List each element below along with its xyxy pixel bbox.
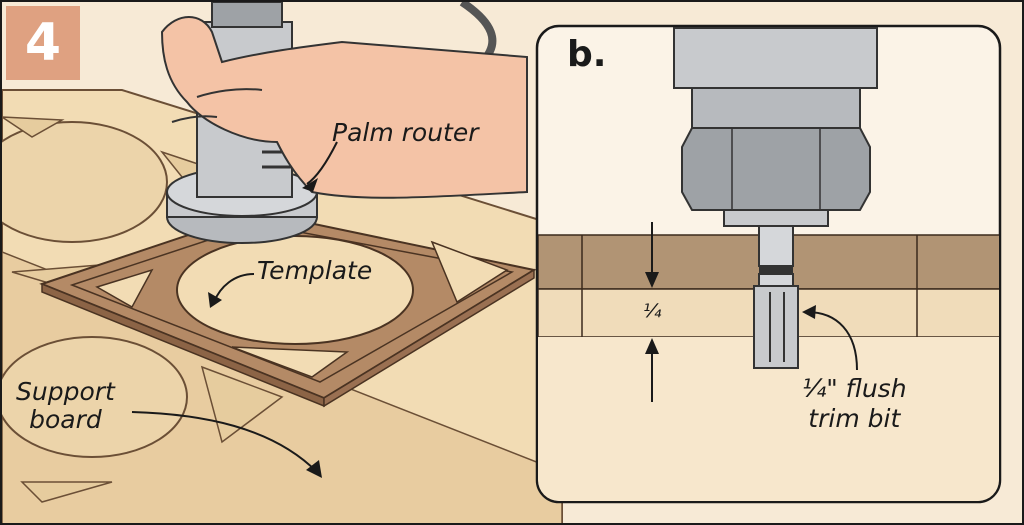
flush-trim-bit-label-line1: ¼" flush bbox=[802, 374, 907, 403]
collet-nut bbox=[681, 127, 871, 211]
step-number-badge: 4 bbox=[6, 6, 80, 80]
template-label: Template bbox=[257, 256, 373, 285]
bit-leader bbox=[806, 311, 858, 371]
collet-lower bbox=[723, 209, 829, 227]
support-board-label: Support board bbox=[16, 378, 115, 434]
support-slot-1 bbox=[2, 116, 65, 138]
hand-finger-line-1 bbox=[196, 88, 263, 98]
palm-router-leader bbox=[306, 141, 338, 185]
router-spindle bbox=[673, 27, 878, 89]
hand bbox=[160, 16, 528, 199]
support-board-arrowhead bbox=[306, 460, 322, 478]
bit-shank bbox=[758, 225, 794, 267]
support-board-label-line2: board bbox=[29, 405, 102, 434]
bit-cutter bbox=[753, 285, 799, 369]
template-corner-cutout-3 bbox=[231, 346, 350, 378]
template-opening bbox=[176, 235, 414, 345]
router-collar bbox=[691, 87, 861, 129]
dimension-arrowhead-bottom bbox=[645, 338, 659, 354]
flush-trim-bit-label-line2: trim bit bbox=[808, 404, 901, 433]
detail-tag: b. bbox=[567, 34, 607, 75]
template-corner-cutout-1 bbox=[95, 268, 154, 309]
flush-trim-bit-label: ¼" flush trim bit bbox=[802, 374, 907, 434]
support-cutout-1 bbox=[2, 121, 168, 243]
support-board-label-line1: Support bbox=[16, 377, 115, 406]
palm-router-arrowhead bbox=[302, 178, 318, 192]
router-top bbox=[211, 2, 283, 28]
bit-bearing bbox=[758, 273, 794, 287]
support-cutout-2 bbox=[2, 336, 188, 458]
bit-arrowhead bbox=[802, 305, 816, 319]
support-board-leader bbox=[131, 411, 318, 473]
bit-bearing-line bbox=[759, 266, 793, 274]
template-arrowhead bbox=[208, 292, 222, 308]
template-side-edge bbox=[323, 268, 535, 408]
hand-finger-line-2 bbox=[171, 115, 218, 123]
support-slot-5 bbox=[20, 481, 113, 503]
quarter-inch-dimension: ¼ bbox=[643, 300, 662, 322]
dimension-arrowhead-top bbox=[645, 272, 659, 288]
template-corner-cutout-2 bbox=[430, 240, 509, 304]
palm-router-label: Palm router bbox=[332, 118, 479, 147]
